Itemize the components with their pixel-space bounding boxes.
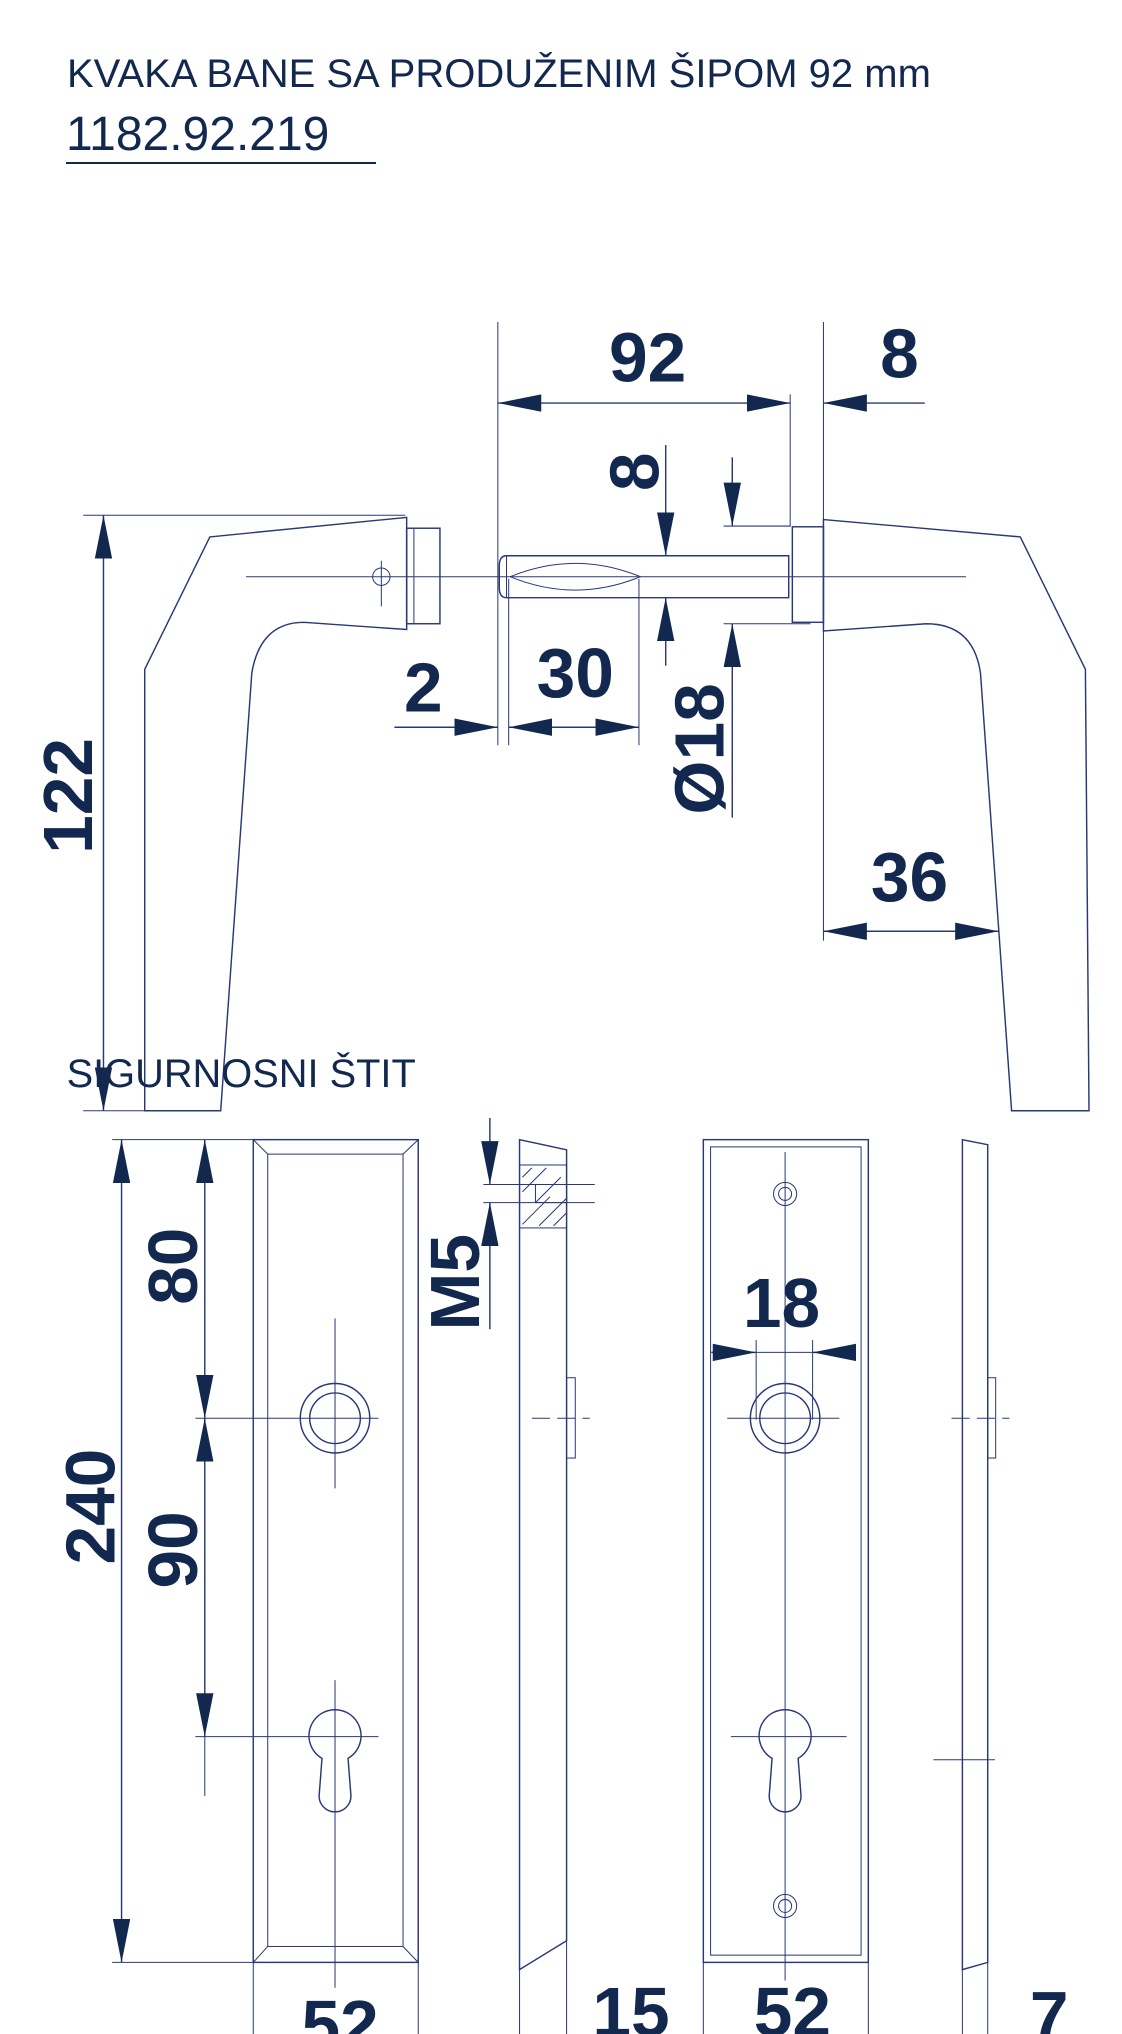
handle-view: 92 8 8 Ø18 2 30 122 36 bbox=[29, 315, 1090, 1112]
dim-92-label: 92 bbox=[609, 318, 686, 396]
threaded-insert bbox=[519, 1164, 568, 1229]
drawing-title: KVAKA BANE SA PRODUŽENIM ŠIPOM 92 mm bbox=[67, 51, 931, 96]
dim-36-label: 36 bbox=[871, 838, 948, 916]
left-handle bbox=[143, 516, 408, 1112]
side-profile-outer bbox=[518, 1138, 568, 1971]
shield-view: SIGURNOSNI ŠTIT 240 80 90 52 bbox=[51, 1051, 1069, 2034]
dim-90-label: 90 bbox=[134, 1511, 212, 1588]
dim-d18-label: Ø18 bbox=[661, 683, 739, 814]
dim-18-label: 18 bbox=[743, 1264, 820, 1342]
back-plate-face bbox=[710, 1146, 862, 1956]
right-rose bbox=[791, 526, 825, 624]
shield-title: SIGURNOSNI ŠTIT bbox=[67, 1051, 416, 1096]
hatching bbox=[522, 1167, 567, 1227]
dim-15-label: 15 bbox=[592, 1973, 669, 2034]
back-plate bbox=[702, 1138, 870, 1964]
dim-240-label: 240 bbox=[51, 1449, 129, 1565]
spindle-groove bbox=[508, 562, 642, 591]
dim-m5-label: M5 bbox=[416, 1234, 494, 1330]
left-rose bbox=[405, 527, 441, 625]
dim-122-label: 122 bbox=[29, 738, 107, 854]
front-plate bbox=[252, 1138, 419, 1964]
dim-8-square-label: 8 bbox=[595, 452, 673, 491]
right-handle bbox=[822, 518, 1090, 1112]
dim-2-label: 2 bbox=[404, 648, 443, 726]
dim-52-front-label: 52 bbox=[301, 1986, 378, 2034]
dim-7-label: 7 bbox=[1030, 1977, 1069, 2034]
dim-30-label: 30 bbox=[537, 634, 614, 712]
dim-8-rose-label: 8 bbox=[880, 315, 919, 393]
dim-80-label: 80 bbox=[134, 1228, 212, 1305]
side-profile-inner bbox=[961, 1138, 989, 1971]
article-code: 1182.92.219 bbox=[66, 108, 329, 161]
dim-52-back-label: 52 bbox=[754, 1973, 831, 2034]
bevel-lines bbox=[252, 1139, 419, 1963]
